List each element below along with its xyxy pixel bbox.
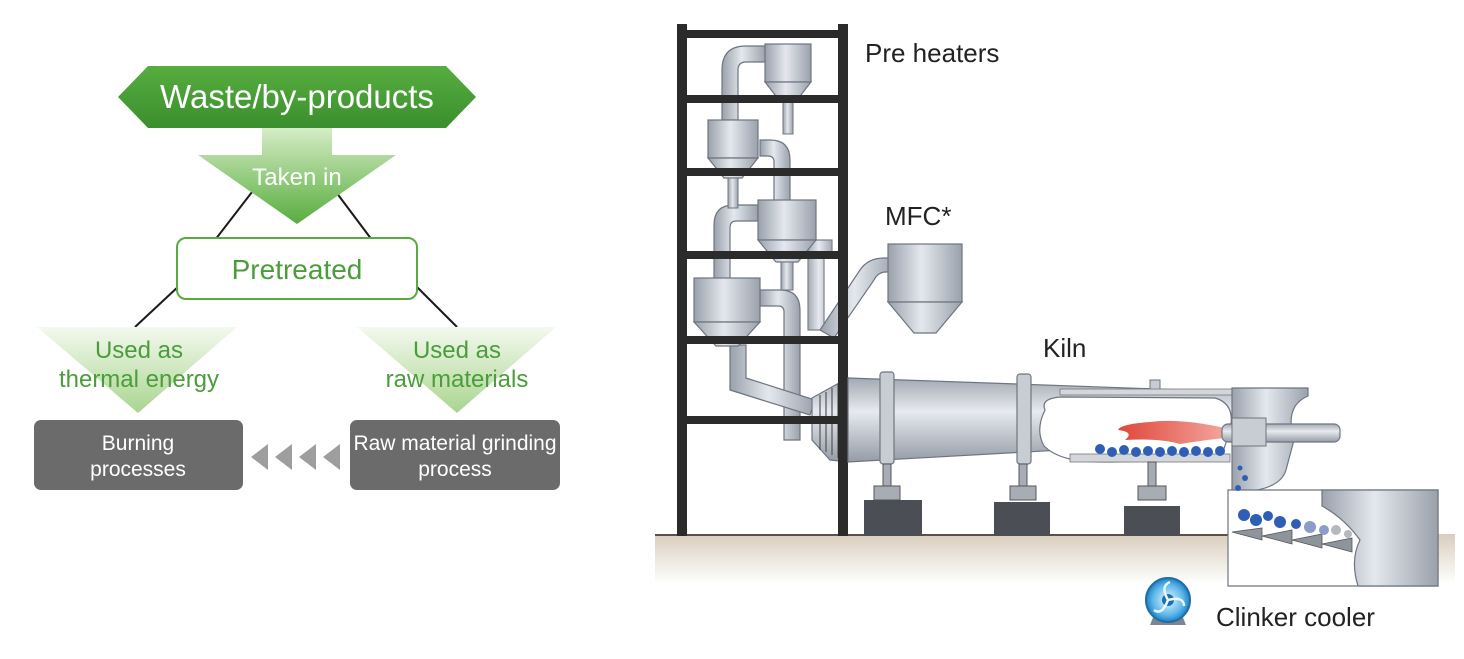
pretreated-box [176,237,418,300]
connector-line [214,191,253,241]
preheater-cyclone [706,119,760,209]
mfc-label: MFC* [885,201,951,231]
flow-diagram: Waste/by-products Taken in Pretreated Us… [34,66,560,490]
preheater-cyclone [763,43,813,135]
burner-flame [1118,420,1225,444]
grinding-process-box [350,420,560,490]
burner-hood [1221,387,1341,493]
cooler-fan-icon [1145,577,1191,625]
thermal-energy-label-1: Used as [95,337,183,364]
burning-label-2: processes [90,458,186,481]
kiln-label: Kiln [1043,333,1086,363]
raw-materials-label-1: Used as [413,337,501,364]
preheater-tower-structure [677,24,848,536]
raw-materials-funnel [357,327,556,413]
preheater-cyclone [756,199,818,291]
preheater-cyclone [692,277,762,347]
connector-line [414,284,458,328]
pretreated-label: Pretreated [232,254,363,285]
connector-line [335,191,373,241]
taken-in-label: Taken in [252,164,341,191]
grinding-label-1: Raw material grinding [353,432,556,455]
preheaters-label: Pre heaters [865,38,999,68]
thermal-energy-label-2: thermal energy [59,366,219,393]
cement-plant-illustration: Pre heaters MFC* Kiln Clinker cooler [655,24,1455,632]
kiln-supports [864,461,1180,536]
clinker-cooler-label: Clinker cooler [1216,602,1375,632]
source-hexagon [118,66,476,128]
taken-in-arrow [198,128,396,224]
leftward-chevron-arrows [251,444,340,470]
grinding-label-2: process [418,458,492,481]
burning-processes-box [34,420,243,490]
rotary-kiln [847,371,1241,465]
connector-line [134,284,181,328]
source-label: Waste/by-products [160,78,434,115]
raw-materials-label-2: raw materials [386,366,529,393]
burning-label-1: Burning [102,432,174,455]
mfc-vessel [886,243,964,334]
thermal-energy-funnel [37,327,237,413]
clinker-cooler-unit [1227,465,1439,587]
